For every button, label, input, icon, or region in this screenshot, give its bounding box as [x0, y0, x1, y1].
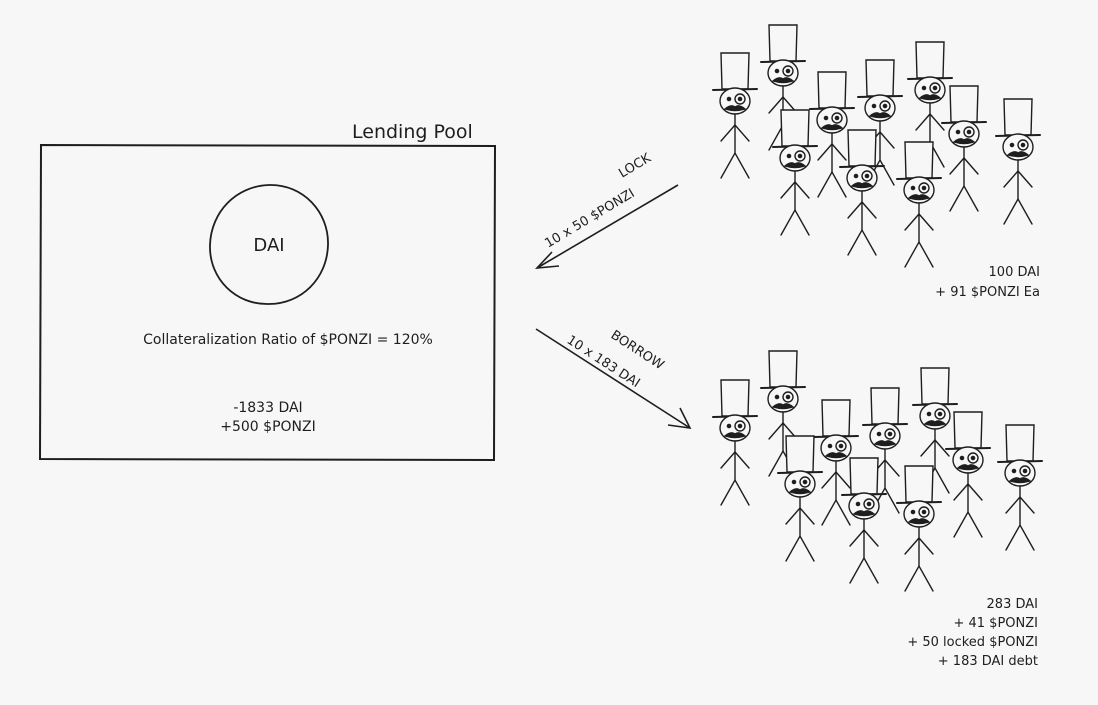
stick-figure	[997, 424, 1043, 551]
stick-figure	[712, 52, 758, 179]
stick-figure	[813, 399, 859, 526]
pool-box	[38, 143, 497, 462]
borrower-group-bottom	[712, 350, 1043, 592]
stick-figure	[907, 41, 953, 168]
stick-figure	[760, 350, 806, 477]
stick-figure	[809, 71, 855, 198]
bottom-balance-line: + 41 $PONZI	[953, 616, 1038, 631]
dai-coin-circle	[209, 184, 329, 305]
stick-figure	[712, 379, 758, 506]
lock-arrow: LOCK 10 x 50 $PONZI	[534, 150, 679, 269]
top-balance-line: + 91 $PONZI Ea	[935, 285, 1040, 300]
bottom-balance-line: + 183 DAI debt	[938, 654, 1038, 669]
bottom-balance-line: 283 DAI	[987, 597, 1038, 612]
stick-figure	[841, 457, 887, 584]
collateral-ratio-text: Collateralization Ratio of $PONZI = 120%	[143, 332, 433, 348]
stick-figure	[772, 109, 818, 236]
pool-balance-dai: -1833 DAI	[233, 400, 302, 416]
stick-figure	[777, 435, 823, 562]
top-group-balance: 100 DAI + 91 $PONZI Ea	[935, 265, 1040, 300]
borrow-arrow: BORROW 10 x 183 DAI	[535, 328, 692, 429]
stick-figure	[995, 98, 1041, 225]
stick-figure	[896, 465, 942, 592]
lending-pool: Lending Pool DAI Collateralization Ratio…	[38, 121, 497, 462]
pool-title: Lending Pool	[352, 121, 473, 143]
lock-amount: 10 x 50 $PONZI	[542, 186, 637, 251]
lock-label: LOCK	[616, 150, 654, 181]
stick-figure	[912, 367, 958, 494]
stick-figure	[945, 411, 991, 538]
top-balance-line: 100 DAI	[989, 265, 1040, 280]
stick-figure	[760, 24, 806, 151]
borrower-group-top	[712, 24, 1041, 268]
bottom-group-balance: 283 DAI + 41 $PONZI + 50 locked $PONZI +…	[907, 597, 1038, 669]
dai-coin-label: DAI	[253, 235, 284, 256]
bottom-balance-line: + 50 locked $PONZI	[907, 635, 1038, 650]
stick-figure	[896, 141, 942, 268]
stick-figure	[941, 85, 987, 212]
pool-balance-ponzi: +500 $PONZI	[220, 419, 315, 435]
stick-figure	[857, 59, 903, 186]
stick-figure	[839, 129, 885, 256]
